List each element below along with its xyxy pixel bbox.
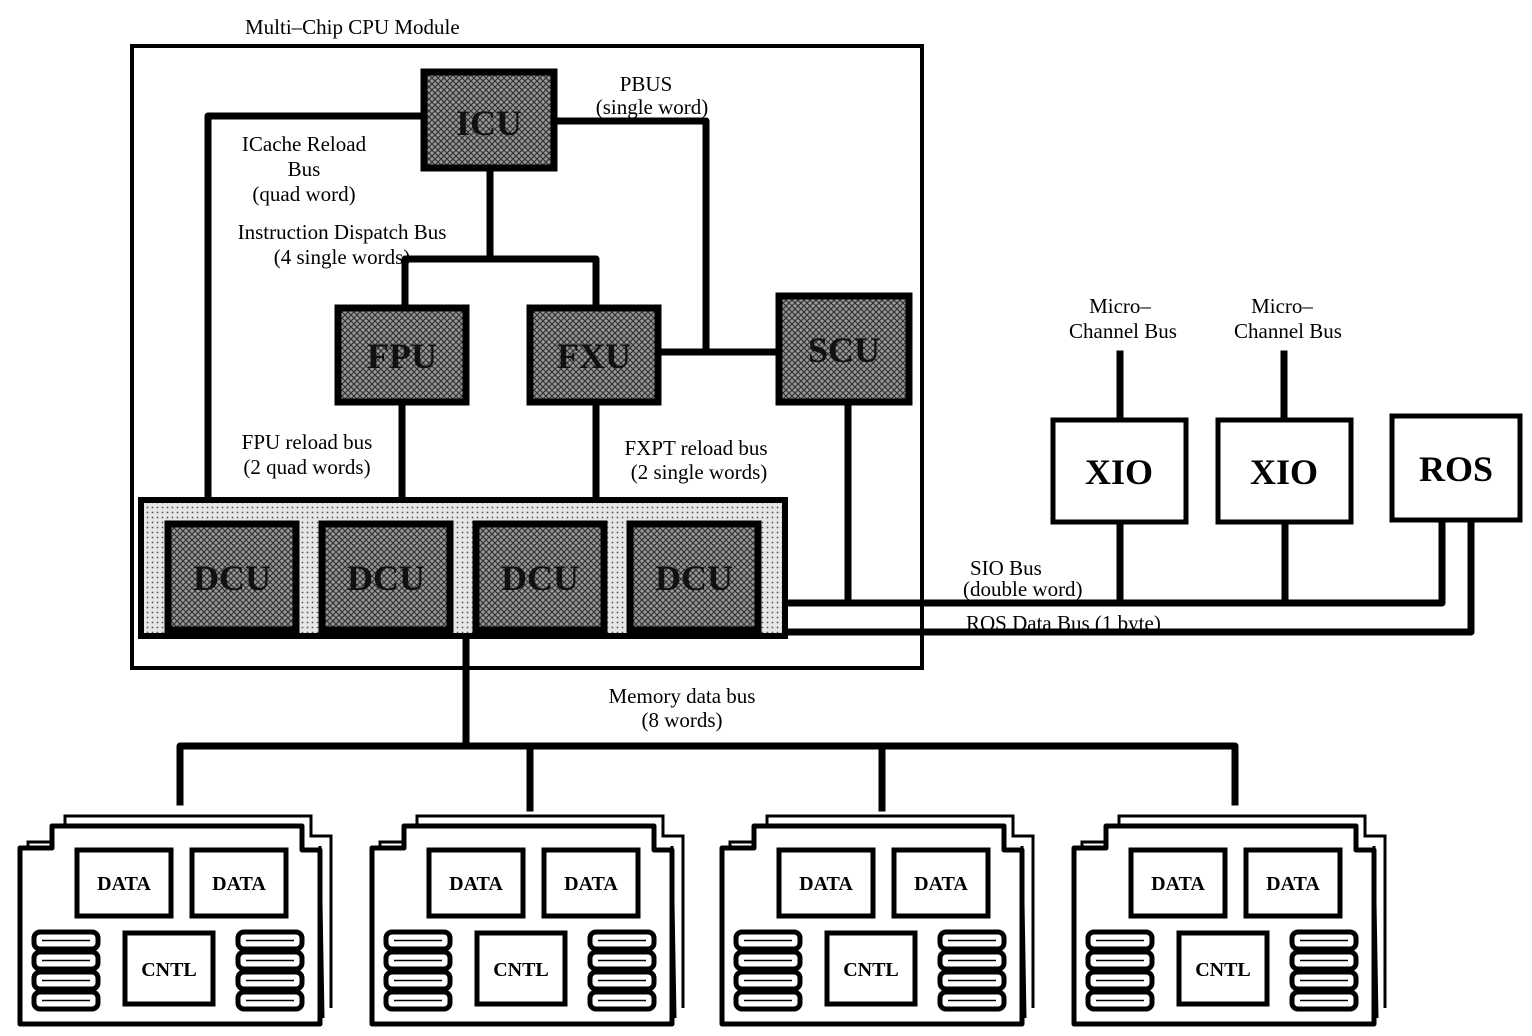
icache-label-3: (quad word) bbox=[252, 182, 355, 206]
data-chip: DATA bbox=[891, 847, 991, 919]
memory-card-1[interactable]: DATA DATA CNTL bbox=[17, 814, 333, 1027]
xio-box-2[interactable]: XIO bbox=[1215, 417, 1354, 525]
memory-card-3[interactable]: DATA DATA CNTL bbox=[719, 814, 1035, 1027]
control-chip: CNTL bbox=[122, 930, 216, 1007]
cpu-module-boundary bbox=[130, 44, 924, 670]
fpu-label: FPU bbox=[367, 336, 437, 376]
pbus-line bbox=[552, 117, 710, 356]
memory-bus-rail bbox=[176, 742, 1239, 806]
icu-label: ICU bbox=[456, 103, 522, 143]
icu-chip[interactable]: ICU bbox=[420, 68, 558, 172]
pbus-label-1: PBUS bbox=[620, 72, 673, 96]
bus-labels: PBUS (single word) ICache Reload Bus (qu… bbox=[238, 72, 1342, 732]
sio-label-1: SIO Bus bbox=[970, 556, 1042, 580]
icache-reload-bus-line bbox=[204, 112, 428, 504]
scu-chip[interactable]: SCU bbox=[775, 292, 913, 406]
scu-label: SCU bbox=[808, 330, 880, 370]
ros-data-bus-line bbox=[782, 518, 1475, 636]
mca1-label-1: Micro– bbox=[1089, 294, 1151, 318]
mca2-label-2: Channel Bus bbox=[1234, 319, 1342, 343]
memory-card-2[interactable]: DATA DATA CNTL bbox=[369, 814, 685, 1027]
memory-bus-label-1: Memory data bus bbox=[609, 684, 756, 708]
data-chip-label: DATA bbox=[449, 873, 503, 895]
dram-stack-left bbox=[31, 929, 101, 1012]
fpu-reload-label-2: (2 quad words) bbox=[243, 455, 370, 479]
xio-2-label: XIO bbox=[1250, 452, 1318, 492]
memory-bus-label-2: (8 words) bbox=[641, 708, 722, 732]
data-chip: DATA bbox=[776, 847, 876, 919]
dispatch-label-2: (4 single words) bbox=[274, 245, 410, 269]
dispatch-label-1: Instruction Dispatch Bus bbox=[238, 220, 447, 244]
dram-stack-left bbox=[1085, 929, 1155, 1012]
internal-wires bbox=[204, 112, 852, 607]
control-chip: CNTL bbox=[474, 930, 568, 1007]
control-chip-label: CNTL bbox=[493, 959, 549, 981]
external-wires bbox=[176, 350, 1475, 812]
control-chip-label: CNTL bbox=[843, 959, 899, 981]
mca1-label-2: Channel Bus bbox=[1069, 319, 1177, 343]
dcu-chip-2[interactable]: DCU bbox=[318, 520, 454, 634]
xio-box-1[interactable]: XIO bbox=[1050, 417, 1189, 525]
dcu-2-label: DCU bbox=[347, 558, 425, 598]
fxu-chip[interactable]: FXU bbox=[526, 304, 662, 406]
data-chip: DATA bbox=[189, 847, 289, 919]
dram-stack-right bbox=[1289, 929, 1359, 1012]
fxpt-reload-label-1: FXPT reload bus bbox=[624, 436, 767, 460]
data-chip: DATA bbox=[541, 847, 641, 919]
data-chip-label: DATA bbox=[1151, 873, 1205, 895]
fpu-chip[interactable]: FPU bbox=[334, 304, 470, 406]
ros-box[interactable]: ROS bbox=[1389, 413, 1523, 523]
ros-label: ROS bbox=[1419, 449, 1493, 489]
data-chip-label: DATA bbox=[799, 873, 853, 895]
control-chip-label: CNTL bbox=[1195, 959, 1251, 981]
data-chip-label: DATA bbox=[212, 873, 266, 895]
dcu-chip-3[interactable]: DCU bbox=[472, 520, 608, 634]
dram-stack-left bbox=[733, 929, 803, 1012]
dcu-group: DCU DCU DCU DCU bbox=[138, 497, 788, 639]
module-title: Multi–Chip CPU Module bbox=[245, 15, 460, 39]
dispatch-bus-branch bbox=[401, 255, 600, 309]
data-chip: DATA bbox=[1128, 847, 1228, 919]
control-chip: CNTL bbox=[824, 930, 918, 1007]
dram-stack-right bbox=[587, 929, 657, 1012]
control-chip: CNTL bbox=[1176, 930, 1270, 1007]
memory-card-4[interactable]: DATA DATA CNTL bbox=[1071, 814, 1387, 1027]
data-chip: DATA bbox=[1243, 847, 1343, 919]
fpu-reload-label-1: FPU reload bus bbox=[242, 430, 373, 454]
ros-data-bus-label: ROS Data Bus (1 byte) bbox=[966, 611, 1161, 635]
dram-stack-right bbox=[235, 929, 305, 1012]
xio-1-label: XIO bbox=[1085, 452, 1153, 492]
data-chip-label: DATA bbox=[564, 873, 618, 895]
pbus-label-2: (single word) bbox=[596, 95, 709, 119]
data-chip: DATA bbox=[74, 847, 174, 919]
sio-bus-line bbox=[782, 518, 1446, 607]
data-chip-label: DATA bbox=[1266, 873, 1320, 895]
dcu-chip-4[interactable]: DCU bbox=[626, 520, 762, 634]
dram-stack-left bbox=[383, 929, 453, 1012]
control-chip-label: CNTL bbox=[141, 959, 197, 981]
icache-label-1: ICache Reload bbox=[242, 132, 367, 156]
data-chip: DATA bbox=[426, 847, 526, 919]
icache-label-2: Bus bbox=[288, 157, 321, 181]
sio-label-2: (double word) bbox=[963, 577, 1083, 601]
data-chip-label: DATA bbox=[914, 873, 968, 895]
dcu-chip-1[interactable]: DCU bbox=[164, 520, 300, 634]
dcu-1-label: DCU bbox=[193, 558, 271, 598]
dcu-3-label: DCU bbox=[501, 558, 579, 598]
dcu-4-label: DCU bbox=[655, 558, 733, 598]
fxpt-reload-label-2: (2 single words) bbox=[631, 460, 767, 484]
data-chip-label: DATA bbox=[97, 873, 151, 895]
fxu-label: FXU bbox=[557, 336, 631, 376]
mca2-label-1: Micro– bbox=[1251, 294, 1313, 318]
dram-stack-right bbox=[937, 929, 1007, 1012]
